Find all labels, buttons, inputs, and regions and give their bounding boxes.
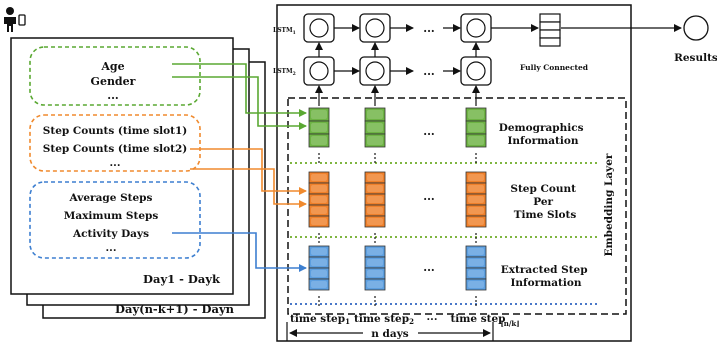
lstm-cell bbox=[303, 13, 335, 43]
embedding-stacks: ......... bbox=[308, 107, 487, 306]
extracted-item-more: ... bbox=[106, 242, 117, 254]
demographics-item-age: Age bbox=[100, 60, 124, 73]
results-node bbox=[683, 15, 709, 41]
continuation-dot bbox=[475, 304, 477, 306]
demographics-item-more: ... bbox=[107, 89, 119, 102]
step-counts-item-more: ... bbox=[110, 157, 121, 169]
lstm-cell bbox=[460, 56, 492, 86]
embedding-stack-orange bbox=[308, 171, 330, 243]
extracted-item-maximum: Maximum Steps bbox=[64, 210, 159, 222]
extracted-group bbox=[29, 181, 201, 259]
continuation-dot bbox=[318, 237, 320, 239]
continuation-dot bbox=[318, 300, 320, 302]
lstm-cell bbox=[303, 56, 335, 86]
embedding-ellipsis: ... bbox=[423, 190, 435, 203]
continuation-dot bbox=[475, 233, 477, 235]
continuation-dot bbox=[374, 157, 376, 159]
band-label-step-count: Step Count Per Time Slots bbox=[510, 183, 579, 221]
continuation-dot bbox=[318, 241, 320, 243]
continuation-dot bbox=[475, 153, 477, 155]
continuation-dot bbox=[374, 161, 376, 163]
fully-connected-label: Fully Connected bbox=[520, 63, 589, 72]
band-label-demographics: Demographics Information bbox=[499, 122, 588, 147]
embedding-stack-blue bbox=[465, 245, 487, 306]
time-step-last-label: time step bbox=[450, 313, 505, 325]
embedding-stack-orange bbox=[364, 171, 386, 243]
continuation-dot bbox=[475, 157, 477, 159]
demographics-connector-gender bbox=[172, 76, 307, 130]
demographics-item-gender: Gender bbox=[91, 75, 136, 88]
continuation-dot bbox=[374, 153, 376, 155]
band-label-extracted: Extracted Step Information bbox=[501, 264, 591, 289]
extracted-connector bbox=[172, 232, 307, 272]
embedding-stack-blue bbox=[364, 245, 386, 306]
continuation-dot bbox=[318, 233, 320, 235]
continuation-dot bbox=[374, 233, 376, 235]
results-label: Results bbox=[674, 52, 717, 64]
lstm-cell bbox=[359, 56, 391, 86]
continuation-dot bbox=[374, 296, 376, 298]
lstm-cells: ...... bbox=[303, 13, 539, 106]
demographics-connector-age bbox=[172, 63, 307, 117]
extracted-item-activity: Activity Days bbox=[72, 228, 149, 240]
embedding-stack-green bbox=[308, 107, 330, 163]
embedding-frame bbox=[287, 97, 627, 315]
back-page-label: Day(n-k+1) - Dayn bbox=[115, 302, 235, 316]
time-step-ellipsis: ... bbox=[427, 311, 438, 323]
demographics-group bbox=[29, 46, 201, 106]
extracted-item-average: Average Steps bbox=[69, 192, 153, 204]
fully-connected-block bbox=[539, 13, 561, 47]
continuation-dot bbox=[318, 157, 320, 159]
continuation-dot bbox=[318, 304, 320, 306]
front-page bbox=[10, 37, 234, 295]
embedding-stack-green bbox=[465, 107, 487, 163]
embedding-ellipsis: ... bbox=[423, 125, 435, 138]
embedding-layer-label: Embedding Layer bbox=[603, 153, 615, 256]
embedding-stack-blue bbox=[308, 245, 330, 306]
step-counts-group bbox=[29, 114, 201, 172]
continuation-dot bbox=[318, 161, 320, 163]
embedding-stack-green bbox=[364, 107, 386, 163]
n-by-k-label: ⌊n/k⌋ bbox=[500, 319, 519, 328]
lstm2-label: LSTM2 bbox=[273, 68, 296, 77]
continuation-dot bbox=[475, 300, 477, 302]
continuation-dot bbox=[374, 304, 376, 306]
continuation-dot bbox=[318, 296, 320, 298]
n-days-label: n days bbox=[371, 328, 409, 340]
continuation-dot bbox=[374, 237, 376, 239]
lstm-ellipsis: ... bbox=[423, 22, 435, 35]
front-page-label: Day1 - Dayk bbox=[143, 272, 221, 286]
time-step-2-label: time step2 bbox=[354, 313, 414, 326]
continuation-dot bbox=[475, 241, 477, 243]
step-counts-item-slot2: Step Counts (time slot2) bbox=[43, 143, 187, 155]
continuation-dot bbox=[475, 296, 477, 298]
step-count-connector-slot2 bbox=[190, 168, 307, 208]
continuation-dot bbox=[475, 237, 477, 239]
step-counts-item-slot1: Step Counts (time slot1) bbox=[43, 125, 187, 137]
continuation-dot bbox=[318, 153, 320, 155]
step-count-connector-slot1 bbox=[190, 148, 307, 195]
lstm-cell bbox=[460, 13, 492, 43]
lstm-ellipsis: ... bbox=[423, 65, 435, 78]
continuation-dot bbox=[475, 161, 477, 163]
embedding-ellipsis: ... bbox=[423, 261, 435, 274]
continuation-dot bbox=[374, 241, 376, 243]
continuation-dot bbox=[374, 300, 376, 302]
embedding-stack-orange bbox=[465, 171, 487, 243]
person-icon bbox=[4, 7, 16, 32]
model-frame bbox=[276, 4, 632, 342]
phone-icon bbox=[18, 14, 26, 26]
lstm1-label: LSTM1 bbox=[273, 27, 296, 36]
lstm-cell bbox=[359, 13, 391, 43]
time-step-1-label: time step1 bbox=[290, 313, 350, 326]
